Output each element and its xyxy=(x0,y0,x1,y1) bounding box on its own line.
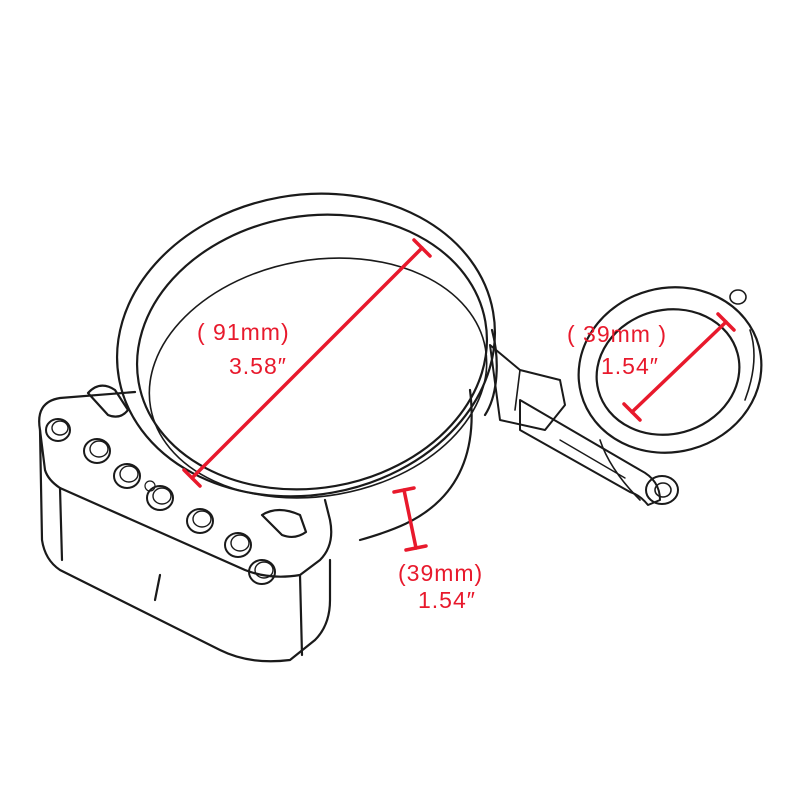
ring-depth-imperial-label: 1.54″ xyxy=(418,587,476,613)
clamp-diameter-metric-label: ( 39mm ) xyxy=(567,321,667,347)
clamp-ring-outer xyxy=(577,286,763,454)
bracket-outline xyxy=(38,192,763,663)
base-plate-front xyxy=(38,428,332,663)
arm xyxy=(489,344,566,431)
clamp-diameter-imperial-label: 1.54″ xyxy=(601,353,659,379)
clamp-ring-inner xyxy=(595,308,741,436)
ring-depth-line xyxy=(402,488,418,550)
ring-side-wall xyxy=(358,388,473,542)
ring-diameter-imperial-label: 3.58″ xyxy=(229,353,287,379)
ring-outer-rim xyxy=(115,192,497,498)
ring-diameter-line xyxy=(190,246,424,480)
ring-depth-metric-label: (39mm) xyxy=(398,560,484,586)
base-plate-top xyxy=(38,390,333,578)
slot-hole-left xyxy=(86,384,130,418)
ring-inner-rim xyxy=(135,213,489,491)
mount-holes xyxy=(45,418,276,585)
ring-lower-inner-edge xyxy=(148,257,488,499)
slot-hole-right xyxy=(260,508,308,539)
ring-diameter-metric-label: ( 91mm) xyxy=(197,319,290,345)
dimension-lines xyxy=(182,238,736,552)
clamp-screw xyxy=(729,289,747,305)
clamp-diameter-line xyxy=(630,320,728,414)
